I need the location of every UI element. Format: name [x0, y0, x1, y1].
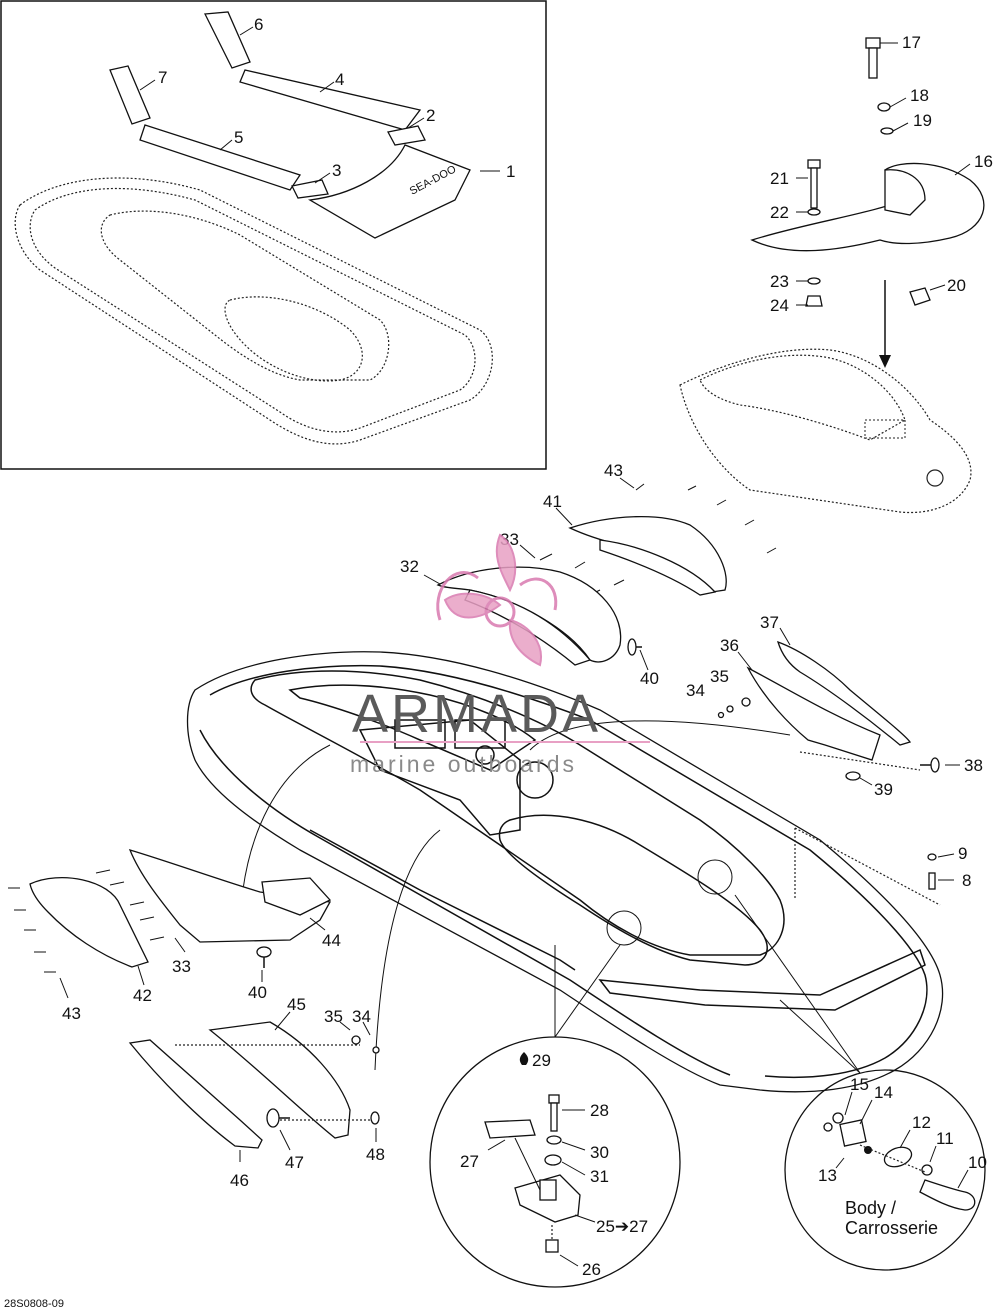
callout-19: 19 [913, 111, 932, 130]
callout-48: 48 [366, 1145, 385, 1164]
left-side-panel [8, 848, 332, 973]
upper-panels [436, 483, 777, 666]
watermark-tagline: marine outboards [350, 751, 577, 777]
callout-30: 30 [590, 1143, 609, 1162]
callout-13: 13 [818, 1166, 837, 1185]
lower-left-panels [128, 1021, 380, 1149]
callout-41: 41 [543, 492, 562, 511]
callout-38: 38 [964, 756, 983, 775]
callout-39: 39 [874, 780, 893, 799]
main-hull-body [186, 651, 944, 1093]
callout-22: 22 [770, 203, 789, 222]
callout-46: 46 [230, 1171, 249, 1190]
right-side-panel [717, 640, 940, 781]
detail-circle-latch [429, 944, 681, 1288]
callout-23: 23 [770, 272, 789, 291]
callout-40-top: 40 [640, 669, 659, 688]
drawing-code: 28S0808-09 [4, 1298, 64, 1310]
callout-21: 21 [770, 169, 789, 188]
callout-34-right: 34 [686, 681, 705, 700]
inset-deck-mats: SEA-DOO [0, 0, 547, 470]
callout-14: 14 [874, 1083, 893, 1102]
callout-47: 47 [285, 1153, 304, 1172]
watermark-brand: ARMADA [352, 684, 601, 744]
grab-handle-callouts: 17 18 19 16 21 22 23 24 20 [770, 33, 993, 315]
callout-29: 29 [532, 1051, 551, 1070]
callout-33-left: 33 [172, 957, 191, 976]
upper-panel-callouts: 43 41 33 32 40 [400, 461, 659, 688]
callout-37: 37 [760, 613, 779, 632]
lower-left-callouts: 45 35 34 46 47 48 [230, 995, 385, 1190]
callout-42: 42 [133, 986, 152, 1005]
body-label-line2: Carrosserie [845, 1218, 938, 1238]
callout-12: 12 [912, 1113, 931, 1132]
callout-32: 32 [400, 557, 419, 576]
callout-43-top: 43 [604, 461, 623, 480]
callout-9: 9 [958, 844, 967, 863]
callout-8: 8 [962, 871, 971, 890]
bolts-8-9: 9 8 [927, 844, 971, 890]
tow-eye-callouts: 15 14 12 11 10 13 [818, 1075, 987, 1189]
callout-36: 36 [720, 636, 739, 655]
callout-18: 18 [910, 86, 929, 105]
right-panel-callouts: 37 36 35 34 38 39 [686, 613, 983, 799]
callout-31: 31 [590, 1167, 609, 1186]
callout-27: 27 [460, 1152, 479, 1171]
callout-1: 1 [506, 162, 515, 181]
callout-44: 44 [322, 931, 341, 950]
callout-5: 5 [234, 128, 243, 147]
callout-43-left: 43 [62, 1004, 81, 1023]
callout-2: 2 [426, 106, 435, 125]
callout-34-left: 34 [352, 1007, 371, 1026]
detail-circle-tow-eye: Body / Carrosserie [734, 894, 986, 1271]
callout-15: 15 [850, 1075, 869, 1094]
callout-35-right: 35 [710, 667, 729, 686]
latch-callouts: 29 28 30 31 27 25➔27 26 [460, 1051, 648, 1279]
callout-45: 45 [287, 995, 306, 1014]
left-panel-callouts: 33 42 43 44 40 [59, 917, 341, 1023]
callout-40-left: 40 [248, 983, 267, 1002]
inset-callouts: 1 2 3 4 5 6 7 [139, 15, 515, 184]
callout-25: 25➔27 [596, 1217, 648, 1236]
callout-11: 11 [936, 1129, 954, 1148]
callout-7: 7 [158, 68, 167, 87]
callout-26: 26 [582, 1260, 601, 1279]
callout-35-left: 35 [324, 1007, 343, 1026]
callout-17: 17 [902, 33, 921, 52]
callout-28: 28 [590, 1101, 609, 1120]
watermark-logo-icon [436, 533, 558, 667]
callout-10: 10 [968, 1153, 987, 1172]
grab-handle-assembly [679, 37, 985, 514]
callout-24: 24 [770, 296, 789, 315]
body-label-line1: Body / [845, 1198, 896, 1218]
callout-4: 4 [335, 70, 344, 89]
callout-3: 3 [332, 161, 341, 180]
callout-6: 6 [254, 15, 263, 34]
callout-20: 20 [947, 276, 966, 295]
watermark: ARMADA marine outboards [350, 533, 650, 777]
callout-16: 16 [974, 152, 993, 171]
